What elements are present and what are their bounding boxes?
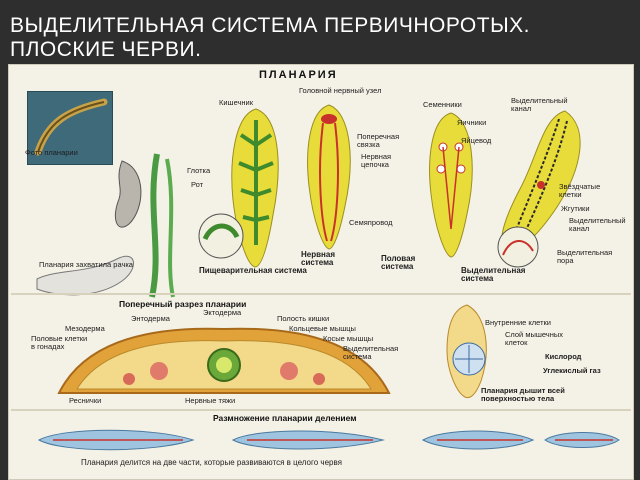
flame-cell-detail-graphic (497, 226, 539, 268)
inner-cells-label: Внутренние клетки (485, 318, 551, 327)
divider-bottom (11, 409, 631, 411)
nervous-system-graphic (307, 104, 351, 250)
division-heading: Размножение планарии делением (213, 413, 357, 423)
excretory-system-label: Выделительная система (461, 266, 526, 283)
oblique-muscles-label: Косые мышцы (323, 334, 374, 343)
digestive-system-graphic (231, 108, 279, 268)
cilia-label: Реснички (69, 396, 102, 405)
ring-muscles-label: Кольцевые мышцы (289, 324, 356, 333)
planaria-photo (27, 91, 113, 165)
photo-label: Фото планарии (25, 148, 78, 157)
head-ganglion-label: Головной нервный узел (299, 86, 382, 95)
divider-top (11, 293, 631, 295)
reproductive-system-label: Половая система (381, 254, 416, 271)
division-graphic (37, 429, 620, 451)
sperm-duct-label: Семяпровод (349, 218, 393, 227)
reproductive-system-graphic (429, 112, 473, 258)
pharynx-detail-graphic (198, 213, 244, 259)
planaria-plate: ПЛАНАРИЯ Фото планарии Планария захватил… (8, 64, 634, 480)
division-caption: Планария делится на две части, которые р… (81, 458, 342, 467)
pharynx-label: Глотка (187, 166, 211, 175)
prey-label: Планария захватила рачка (39, 260, 133, 269)
cross-section-graphic (57, 327, 391, 394)
oxygen-label: Кислород (545, 352, 582, 361)
gut-cavity-label: Полость кишки (277, 314, 330, 323)
nerve-chain-label: Нервная цепочка (361, 152, 392, 169)
flame-cells-label: Жгутики (561, 204, 590, 213)
mesoderm-label: Мезодерма (65, 324, 105, 333)
oviduct-label: Яйцевод (461, 136, 492, 145)
prey-illustration (36, 153, 175, 298)
excretory-pore-label: Выделительная пора (557, 248, 613, 265)
nervous-system-label: Нервная система (301, 250, 335, 267)
slide-title-line-2: Плоские черви. (10, 38, 202, 61)
entoderm-label: Энтодерма (131, 314, 170, 323)
intestine-label: Кишечник (219, 98, 254, 107)
mouth-label: Рот (191, 180, 204, 189)
co2-label: Углекислый газ (543, 366, 601, 375)
digestive-system-label: Пищеварительная система (199, 266, 307, 275)
nerve-cords-label: Нервные тяжи (185, 396, 236, 405)
section-heading: Поперечный разрез планарии (119, 299, 247, 309)
muscle-layer-label: Слой мышечных клеток (505, 330, 563, 347)
excretory-canal-label: Выделительный канал (511, 96, 568, 113)
photo-worm-graphic (34, 98, 108, 156)
excretory-section-label: Выделительная система (343, 344, 399, 361)
gonad-cells-label: Половые клетки в гонадах (31, 334, 88, 351)
testes-label: Семенники (423, 100, 462, 109)
cross-connection-label: Поперечная связка (357, 132, 400, 149)
plate-heading: ПЛАНАРИЯ (259, 69, 338, 81)
star-cells-label: Звёздчатые клетки (559, 182, 601, 199)
slide-title-line-1: Выделительная система первичноротых. (10, 14, 531, 37)
slide-title: Выделительная система первичноротых. Пло… (10, 14, 630, 62)
ectoderm-label: Эктодерма (203, 308, 242, 317)
respiration-graphic (446, 304, 487, 399)
excretory-canal-2-label: Выделительный канал (569, 216, 626, 233)
respiration-caption: Планария дышит всей поверхностью тела (481, 386, 565, 403)
ovaries-label: Яичники (457, 118, 487, 127)
